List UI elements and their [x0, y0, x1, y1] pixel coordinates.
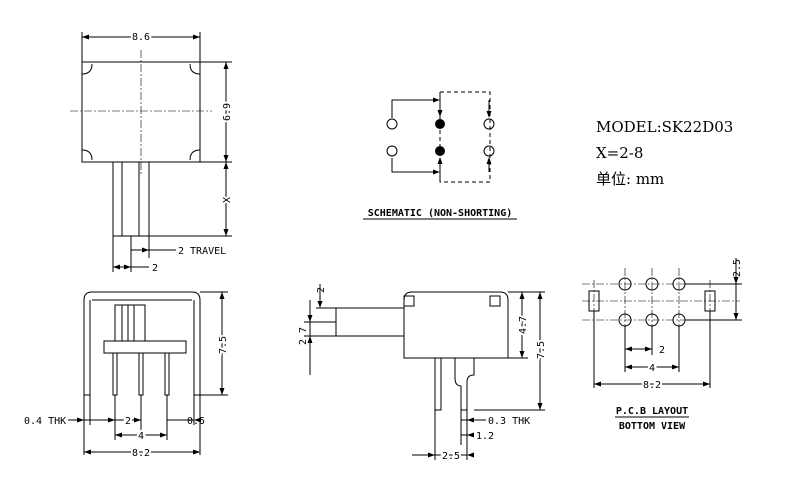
- schematic-arrow: [437, 157, 443, 164]
- side-view-actuator: [335, 307, 405, 337]
- side-view-tab: [489, 295, 501, 307]
- dim-front-4: 4: [138, 431, 144, 442]
- dim-pcb-4: 4: [649, 363, 655, 374]
- dim-top-x: X: [222, 197, 233, 203]
- dim-arrow: [77, 417, 84, 423]
- front-view-pin: [138, 353, 144, 396]
- model-info: MODEL:SK22D03 X=2-8 单位: mm: [596, 118, 733, 188]
- dim-top-width: 8.6: [132, 32, 150, 43]
- dim-side-2: 2: [316, 287, 327, 293]
- schematic-arrow: [486, 157, 492, 164]
- dim-pcb-2: 2: [659, 345, 665, 356]
- side-view-tab: [403, 295, 415, 307]
- pcb-hole: [645, 277, 659, 291]
- front-view-frame: [83, 291, 201, 345]
- schematic-contact-common: [435, 146, 445, 156]
- dim-arrow: [194, 417, 201, 423]
- front-view-actuator: [114, 304, 146, 342]
- front-view-leg-right: [193, 300, 201, 396]
- pcb-caption-title: P.C.B LAYOUT: [616, 406, 688, 417]
- dim-side-75: 7.5: [536, 341, 547, 359]
- schematic: SCHEMATIC (NON-SHORTING): [363, 91, 517, 220]
- dim-arrow: [317, 301, 323, 308]
- dim-side-25: 2.5: [442, 451, 460, 462]
- front-view-pin: [112, 353, 118, 396]
- dim-top-height: 6.9: [222, 103, 233, 121]
- model-unit: 单位: mm: [596, 170, 664, 188]
- dim-front-82: 8.2: [132, 448, 150, 459]
- schematic-arrow: [486, 111, 492, 118]
- side-view-pin: [434, 358, 442, 411]
- dim-pcb-82: 8.2: [643, 380, 661, 391]
- model-name: MODEL:SK22D03: [596, 118, 733, 136]
- front-view-leg-left: [83, 300, 91, 396]
- dim-arrow: [467, 417, 474, 423]
- dim-side-thk: 0.3 THK: [488, 416, 530, 427]
- dim-arrows: [307, 315, 313, 343]
- schematic-dashed-box: [439, 91, 491, 183]
- schematic-arrow: [437, 110, 443, 117]
- front-view: 7.5 0.4 THK 2 0.5 4 8.2: [24, 291, 231, 461]
- top-view-actuator: [112, 161, 150, 237]
- model-x-range: X=2-8: [596, 144, 643, 162]
- dim-side-27: 2.7: [298, 327, 309, 345]
- dim-top-2: 2: [152, 263, 158, 274]
- schematic-wire: [391, 99, 433, 118]
- schematic-arrow: [433, 169, 440, 175]
- pcb-hole: [618, 277, 632, 291]
- schematic-contact-common: [435, 119, 445, 129]
- schematic-contact: [386, 145, 398, 157]
- schematic-contact: [483, 145, 495, 157]
- front-view-pin: [164, 353, 170, 396]
- dim-side-47: 4.7: [518, 316, 529, 334]
- dim-arrow: [467, 432, 474, 438]
- side-view-pin: [454, 358, 475, 411]
- pcb-caption-subtitle: BOTTOM VIEW: [619, 421, 686, 432]
- dim-arrows: [113, 264, 131, 270]
- dim-front-05: 0.5: [187, 416, 205, 427]
- dim-front-height: 7.5: [218, 336, 229, 354]
- schematic-wire: [391, 158, 433, 173]
- dim-pcb-25: 2.5: [732, 259, 743, 277]
- schematic-arrow: [433, 97, 440, 103]
- dim-travel: 2 TRAVEL: [178, 246, 226, 257]
- schematic-contact: [386, 118, 398, 130]
- dim-arrows: [108, 417, 141, 423]
- top-view-corners: [81, 63, 201, 161]
- dim-arrows: [519, 292, 525, 358]
- schematic-caption: SCHEMATIC (NON-SHORTING): [368, 208, 513, 219]
- schematic-contact: [483, 118, 495, 130]
- dim-arrow: [142, 247, 149, 253]
- dim-front-thk: 0.4 THK: [24, 416, 66, 427]
- top-view: 8.6 6.9 X 2 TRAVEL 2: [70, 30, 235, 274]
- side-view: 2 2.7 4.7 7.5 0.3 THK 1.2 2.5: [298, 284, 549, 464]
- pcb-layout: 2.5 2 4 8.2 P.C.B LAYOUT BOTTOM VIEW: [582, 258, 743, 432]
- dim-arrows: [625, 346, 652, 352]
- side-view-body: [403, 291, 509, 359]
- front-view-base: [103, 340, 187, 354]
- dim-front-2: 2: [125, 416, 131, 427]
- dim-side-12: 1.2: [476, 431, 494, 442]
